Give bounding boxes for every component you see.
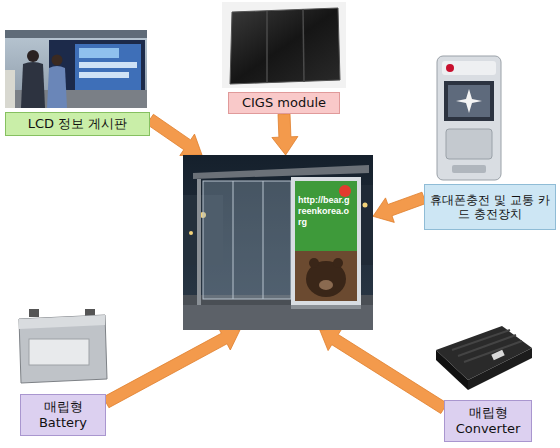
battery-photo <box>15 305 110 385</box>
label-text: 매립형 Battery <box>25 399 101 430</box>
shelter-photo <box>183 155 373 330</box>
block-arrow <box>272 114 298 155</box>
block-arrow <box>103 327 240 408</box>
module-label: CIGS module <box>228 92 340 114</box>
poster-text-area: http://bear.greenkorea.org <box>298 195 350 227</box>
charger-photo <box>436 55 502 181</box>
bus-shelter: http://bear.greenkorea.org <box>183 155 373 330</box>
converter-label: 매립형 Converter <box>444 400 532 442</box>
label-text: LCD 정보 게시판 <box>28 116 128 132</box>
block-arrow <box>373 192 426 222</box>
label-text: CIGS module <box>242 95 326 111</box>
block-arrow <box>320 329 447 414</box>
label-text: 휴대폰충전 및 교통 카드 충전장치 <box>429 193 551 222</box>
board-label: LCD 정보 게시판 <box>5 112 150 136</box>
charger-label: 휴대폰충전 및 교통 카드 충전장치 <box>424 184 556 230</box>
battery-label: 매립형 Battery <box>20 394 106 436</box>
cigs-module-photo <box>222 2 346 88</box>
poster-url: http://bear.greenkorea.org <box>298 195 350 227</box>
converter-photo <box>432 320 535 392</box>
label-text: 매립형 Converter <box>449 405 527 436</box>
block-arrow <box>147 114 202 155</box>
lcd-photo <box>5 30 147 108</box>
